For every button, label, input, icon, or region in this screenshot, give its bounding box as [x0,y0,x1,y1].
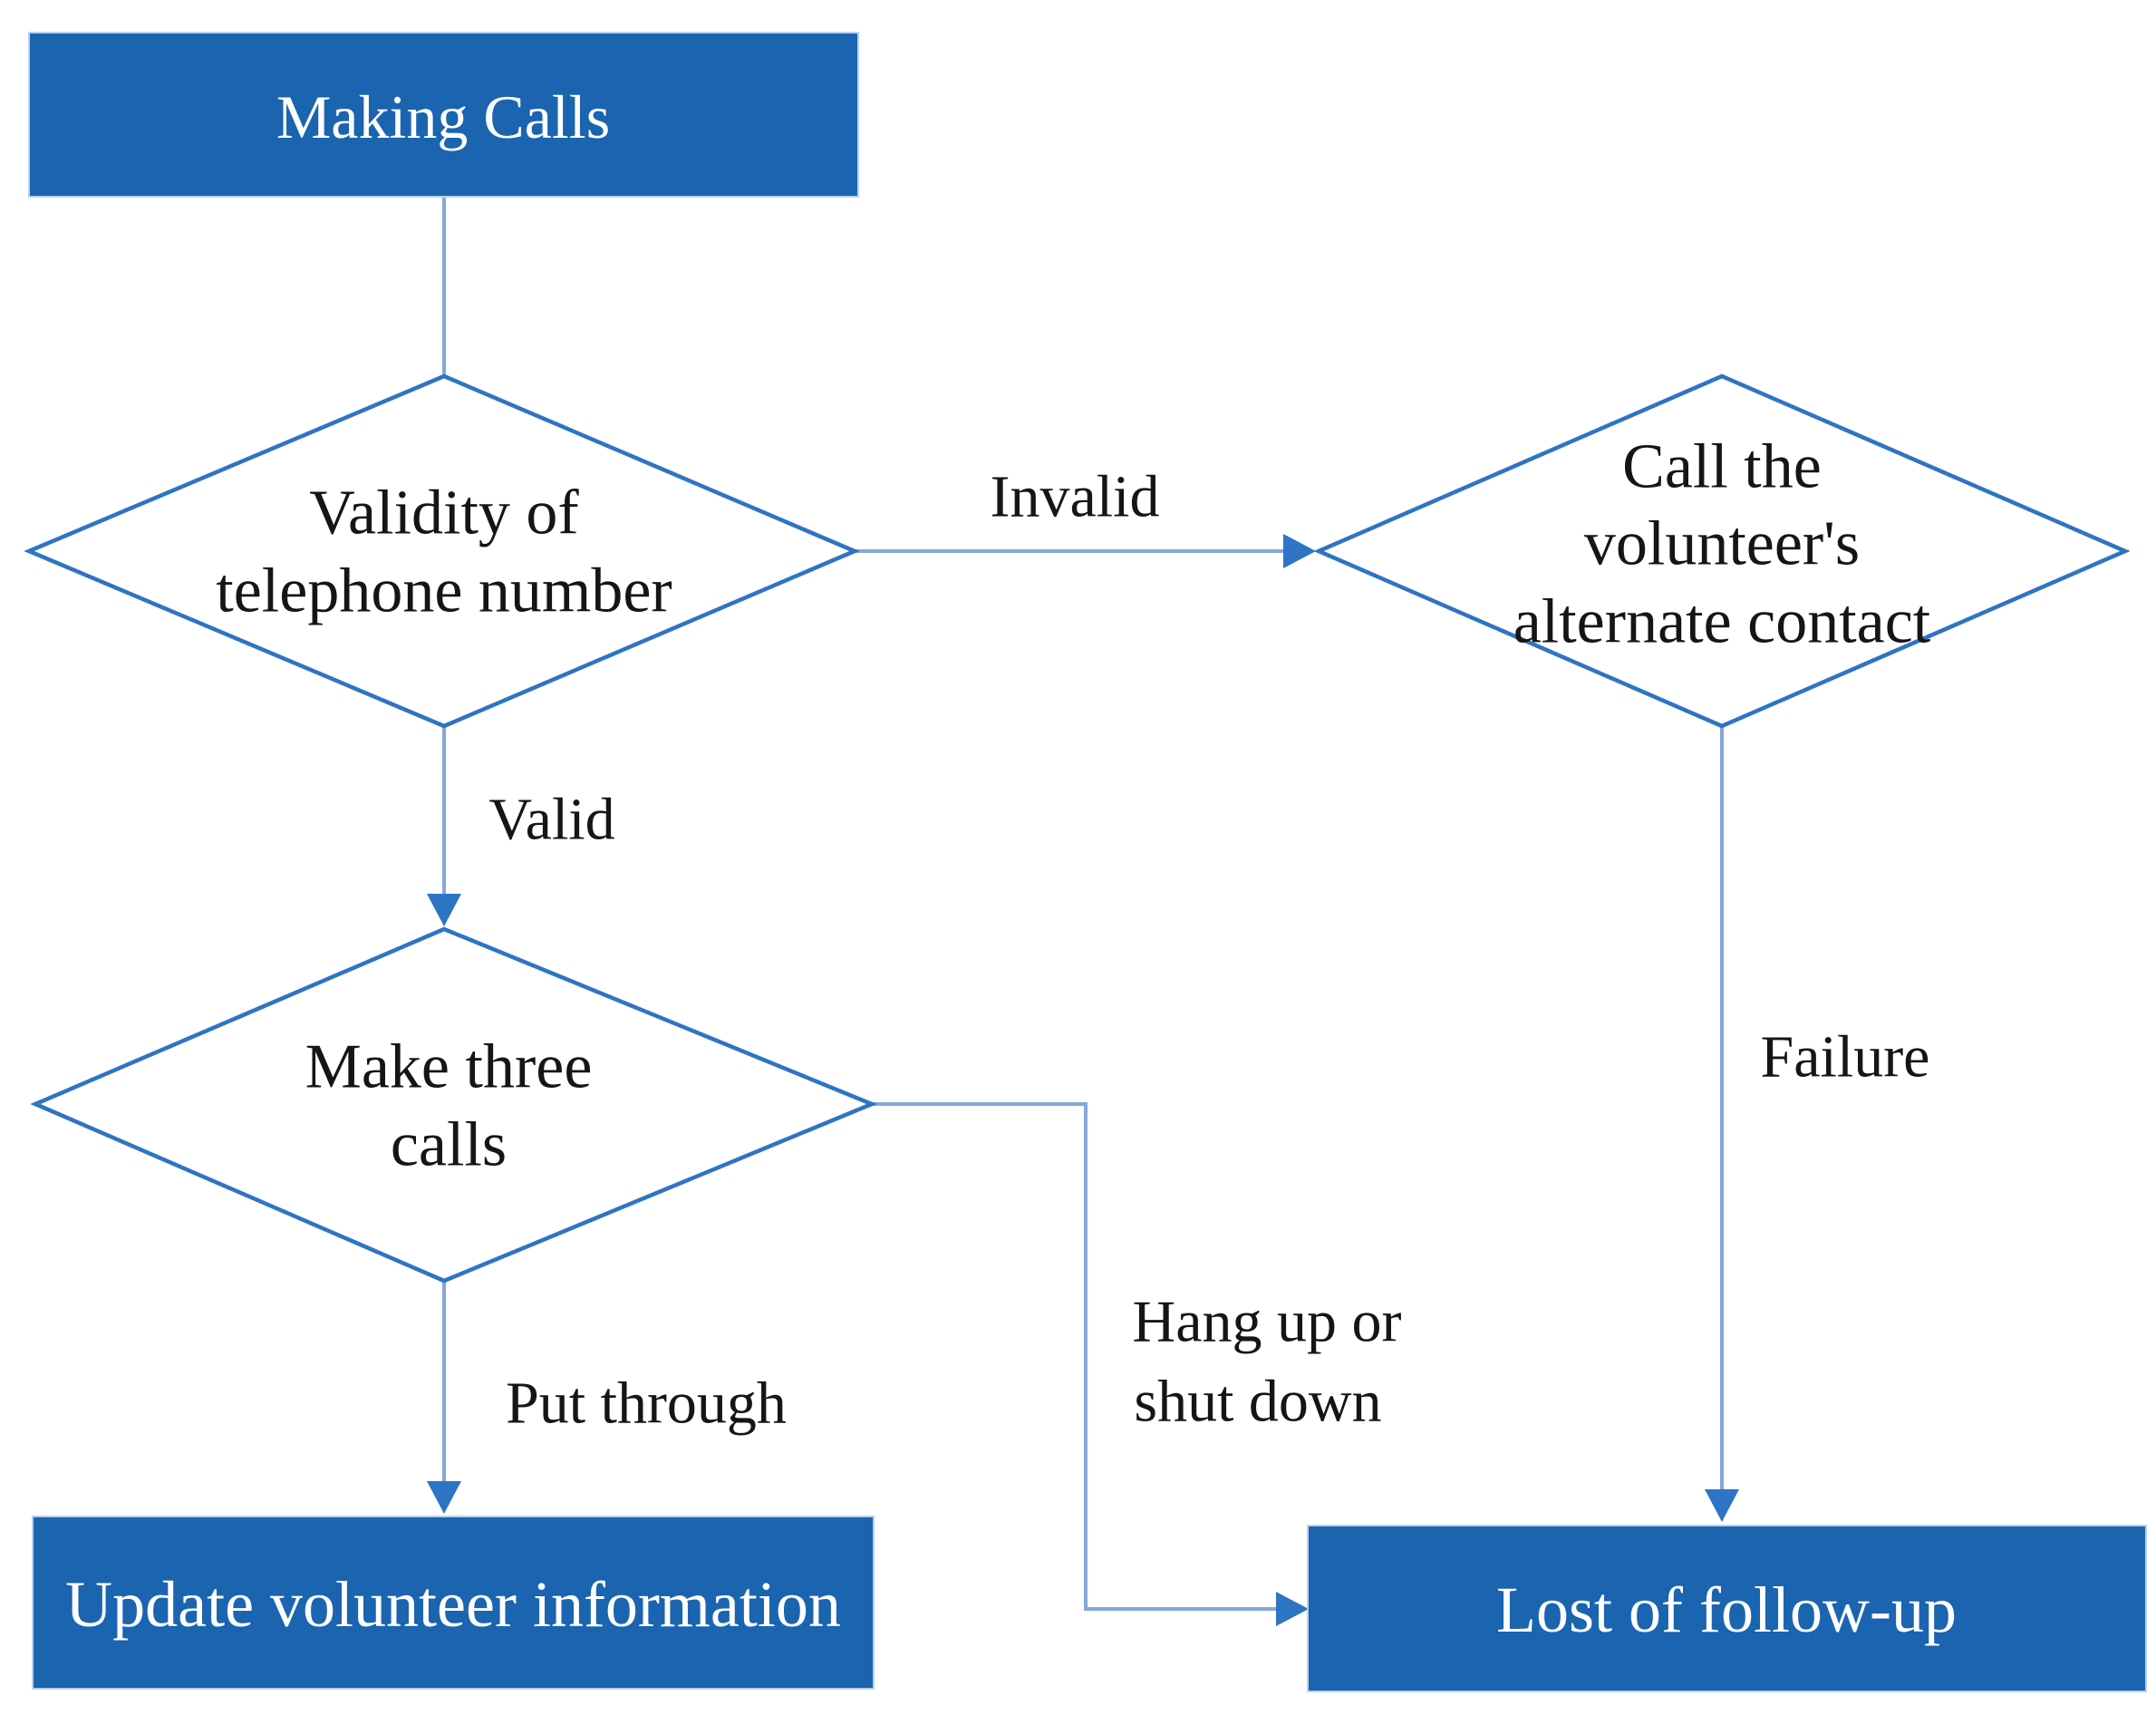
node-make-three-calls: Make three calls [30,926,877,1284]
update-info-box [32,1516,875,1690]
node-lost-followup: Lost of follow-up [1307,1525,2147,1692]
arrowhead-put-through-icon [427,1481,461,1514]
node-validity-check: Validity of telephone number [24,373,860,729]
node-making-calls: Making Calls [28,32,859,198]
edge-label-invalid: Invalid [991,464,1160,530]
lost-followup-box [1307,1525,2147,1692]
making-calls-label: Making Calls [276,82,610,151]
arrowhead-valid-icon [427,894,461,926]
validity-diamond [24,373,860,729]
making-calls-box [28,32,859,198]
validity-label-line2: telephone number [216,557,672,626]
lost-followup-label: Lost of follow-up [1496,1574,1957,1646]
alternate-contact-diamond [1313,373,2131,729]
connector-hang-up-elbow [872,1102,1280,1611]
alternate-contact-label-line3: alternate contact [1513,587,1931,657]
edge-label-valid: Valid [488,787,614,853]
make-three-calls-diamond [30,926,877,1284]
update-info-label: Update volunteer information [65,1568,841,1641]
edge-label-hang-up-line1: Hang up or [1133,1289,1402,1355]
arrowhead-failure-icon [1705,1489,1739,1522]
make-three-calls-label-line2: calls [391,1110,507,1180]
edge-label-failure: Failure [1761,1024,1930,1090]
edge-label-hang-up-line2: shut down [1134,1369,1381,1435]
node-update-info: Update volunteer information [32,1516,875,1690]
arrowhead-hang-up-icon [1276,1592,1309,1626]
arrowhead-invalid-icon [1283,534,1316,568]
alternate-contact-label-line2: volunteer's [1584,509,1860,579]
node-alternate-contact: Call the volunteer's alternate contact [1313,373,2131,729]
edge-label-put-through: Put through [506,1371,787,1437]
alternate-contact-label-line1: Call the [1622,432,1822,502]
make-three-calls-label-line1: Make three [305,1032,593,1102]
validity-label-line1: Validity of [309,479,579,548]
